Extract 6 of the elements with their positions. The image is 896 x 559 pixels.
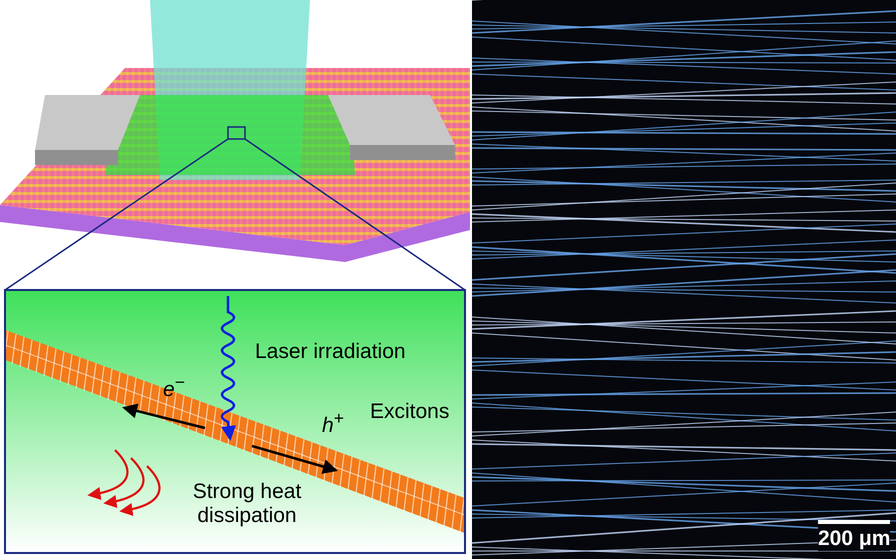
scale-bar-label: 200 μm <box>818 527 890 552</box>
text-label: Strong heat dissipation <box>192 480 302 528</box>
charge-label: e$^{−}$ <box>163 372 185 402</box>
text-label: Excitons <box>370 400 450 424</box>
text-label: Laser irradiation <box>255 340 406 364</box>
charge-label: h$^{+}$ <box>322 408 344 438</box>
